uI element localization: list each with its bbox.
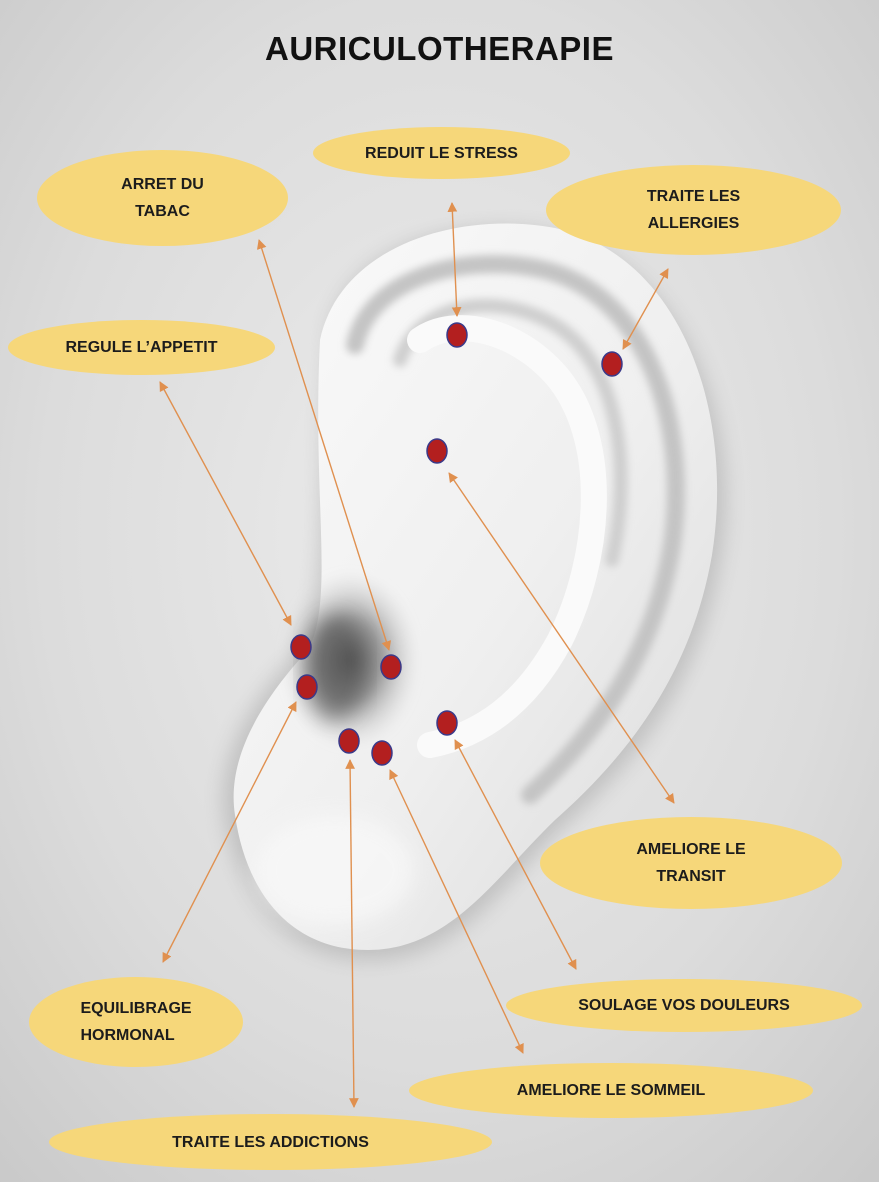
arrow-appetit — [159, 381, 292, 626]
point-stress — [446, 322, 468, 348]
label-ameliore-transit: AMELIORE LE TRANSIT — [540, 817, 842, 909]
label-text: TRAITE LES ADDICTIONS — [172, 1133, 369, 1151]
arrow-transit — [448, 472, 675, 804]
point-tabac — [380, 654, 402, 680]
arrow-allergies — [622, 268, 669, 350]
page-title: AURICULOTHERAPIE — [264, 30, 614, 67]
arrow-tabac — [256, 239, 392, 651]
point-appetit — [290, 634, 312, 660]
arrow-stress — [447, 202, 462, 317]
label-text: REDUIT LE STRESS — [365, 144, 518, 162]
arrow-hormonal — [162, 701, 297, 963]
connector-arrows — [159, 202, 675, 1108]
arrow-addictions — [345, 759, 359, 1108]
point-sommeil — [371, 740, 393, 766]
ear-canal — [305, 616, 365, 720]
label-text: SOULAGE VOS DOULEURS — [578, 997, 790, 1014]
label-traite-allergies: TRAITE LES ALLERGIES — [546, 165, 841, 255]
point-hormonal — [296, 674, 318, 700]
point-addictions — [338, 728, 360, 754]
label-equilibrage-hormonal: EQUILIBRAGE HORMONAL — [29, 977, 243, 1067]
label-traite-addictions: TRAITE LES ADDICTIONS — [49, 1114, 492, 1170]
label-text: AMELIORE LE SOMMEIL — [516, 1082, 706, 1099]
label-regule-appetit: REGULE L’APPETIT — [8, 320, 275, 375]
point-douleurs — [436, 710, 458, 736]
label-text: ARRET DU TABAC — [121, 176, 204, 220]
earlobe — [255, 815, 415, 925]
label-text: EQUILIBRAGE HORMONAL — [80, 1000, 192, 1044]
point-transit — [426, 438, 448, 464]
label-text: REGULE L’APPETIT — [65, 339, 218, 356]
label-soulage-douleurs: SOULAGE VOS DOULEURS — [506, 979, 862, 1032]
label-text: TRAITE LES ALLERGIES — [646, 188, 741, 232]
arrow-sommeil — [389, 769, 524, 1054]
label-arret-tabac: ARRET DU TABAC — [37, 150, 288, 246]
label-text: AMELIORE LE TRANSIT — [636, 841, 746, 885]
point-allergies — [601, 351, 623, 377]
label-ameliore-sommeil: AMELIORE LE SOMMEIL — [409, 1063, 813, 1118]
label-reduit-stress: REDUIT LE STRESS — [313, 127, 570, 179]
